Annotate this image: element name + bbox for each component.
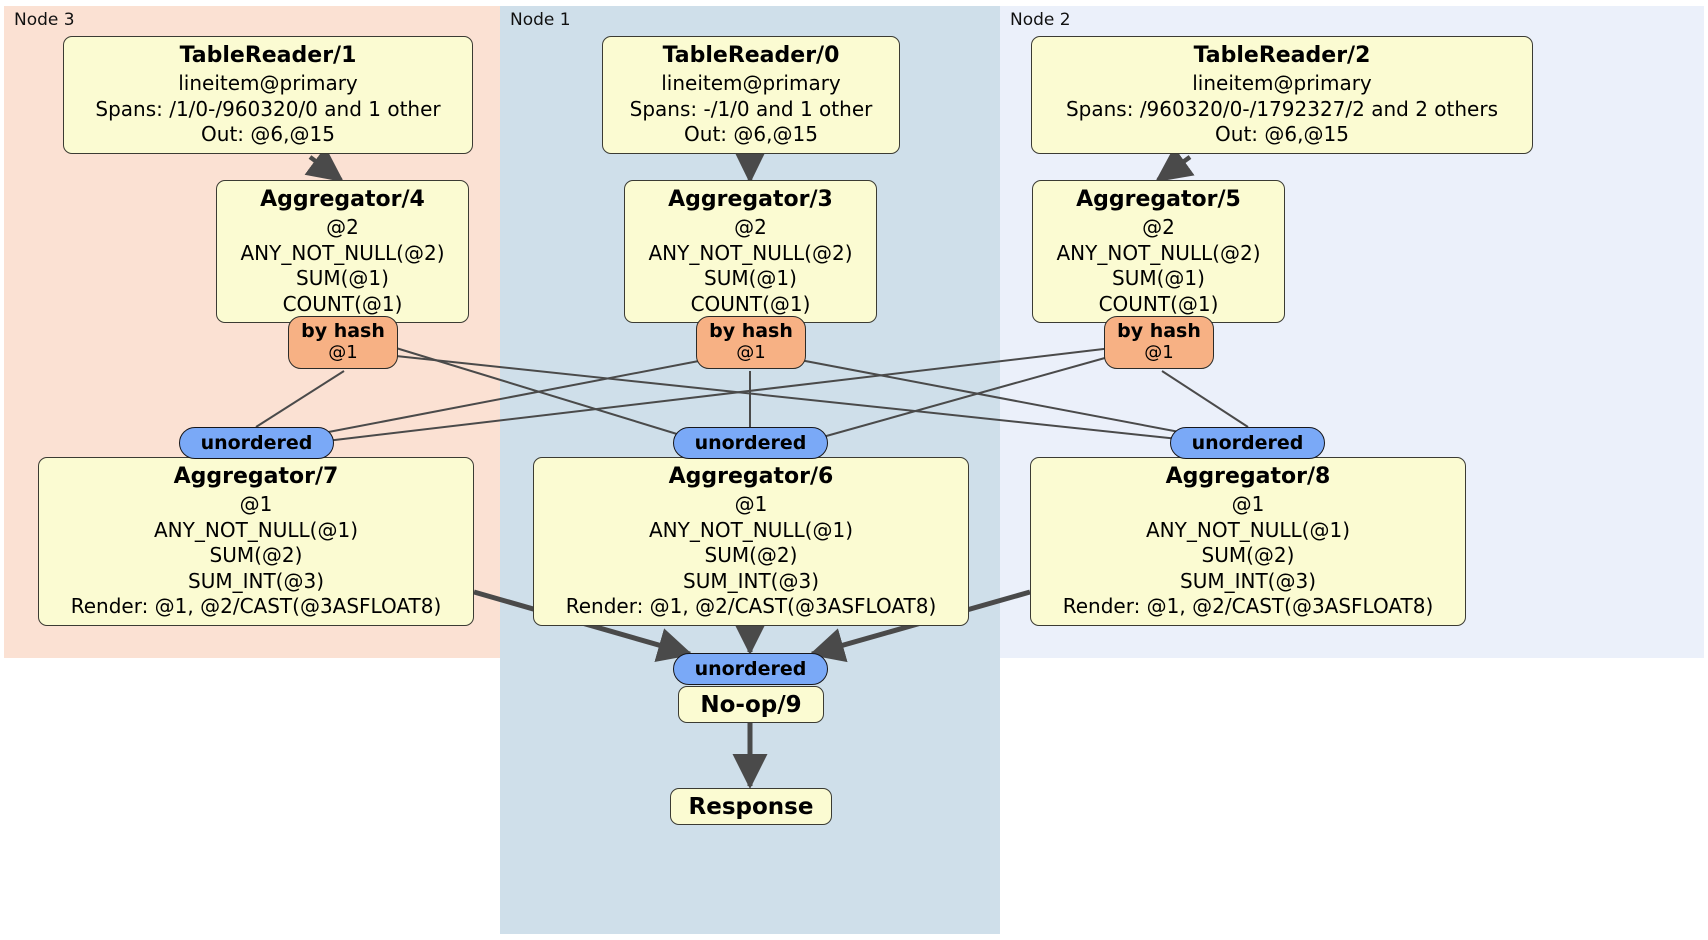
processor-line: Render: @1, @2/CAST(@3ASFLOAT8)	[565, 594, 937, 618]
processor-box-response[interactable]: Response	[670, 788, 832, 825]
processor-line: @1	[734, 492, 768, 516]
synchronizer-label: unordered	[694, 432, 807, 454]
processor-line: ANY_NOT_NULL(@1)	[154, 517, 358, 542]
processor-title: Aggregator/5	[1076, 187, 1241, 212]
processor-line: SUM(@1)	[296, 266, 389, 290]
synchronizer-label: unordered	[200, 432, 313, 454]
synchronizer-unordered-left[interactable]: unordered	[179, 427, 334, 459]
processor-title: Aggregator/3	[668, 187, 833, 212]
processor-line: ANY_NOT_NULL(@2)	[1056, 240, 1261, 265]
processor-title: TableReader/1	[179, 43, 357, 68]
node-panel-label-node-1: Node 1	[510, 10, 571, 30]
processor-box-aggregator-7[interactable]: Aggregator/7 @1 ANY_NOT_NULL(@1) SUM(@2)…	[38, 457, 474, 626]
processor-line: lineitem@primary	[661, 71, 841, 95]
hash-router-column: @1	[328, 342, 358, 363]
synchronizer-unordered-final[interactable]: unordered	[673, 653, 828, 685]
processor-line: SUM_INT(@3)	[683, 568, 819, 593]
processor-line: ANY_NOT_NULL(@1)	[1146, 517, 1350, 542]
processor-line: SUM(@2)	[209, 543, 303, 567]
processor-title: Aggregator/7	[173, 464, 339, 489]
processor-title: No-op/9	[700, 691, 802, 718]
hash-router-center[interactable]: by hash @1	[696, 316, 806, 369]
processor-line: ANY_NOT_NULL(@2)	[240, 240, 445, 265]
processor-line: lineitem@primary	[1192, 71, 1372, 95]
processor-line: Out: @6,@15	[1215, 122, 1349, 146]
processor-line: SUM(@2)	[704, 543, 798, 567]
hash-router-column: @1	[1144, 342, 1174, 363]
processor-line: lineitem@primary	[178, 71, 358, 95]
processor-box-aggregator-8[interactable]: Aggregator/8 @1 ANY_NOT_NULL(@1) SUM(@2)…	[1030, 457, 1466, 626]
processor-line: @1	[1231, 492, 1265, 516]
processor-line: Spans: -/1/0 and 1 other	[629, 96, 873, 121]
processor-line: Render: @1, @2/CAST(@3ASFLOAT8)	[70, 594, 442, 618]
hash-router-label: by hash	[709, 320, 793, 342]
synchronizer-label: unordered	[1191, 432, 1304, 454]
processor-line: Out: @6,@15	[684, 122, 818, 146]
processor-title: Aggregator/4	[260, 187, 425, 212]
processor-title: Aggregator/6	[668, 464, 834, 489]
processor-title: Response	[688, 793, 814, 820]
processor-box-tablereader-0[interactable]: TableReader/0 lineitem@primary Spans: -/…	[602, 36, 900, 154]
processor-box-noop-9[interactable]: No-op/9	[678, 686, 824, 723]
processor-line: SUM_INT(@3)	[1180, 568, 1316, 593]
processor-line: SUM(@1)	[1112, 266, 1205, 290]
processor-title: TableReader/0	[662, 43, 840, 68]
processor-box-aggregator-4[interactable]: Aggregator/4 @2 ANY_NOT_NULL(@2) SUM(@1)…	[216, 180, 469, 323]
processor-line: COUNT(@1)	[282, 291, 403, 316]
hash-router-left[interactable]: by hash @1	[288, 316, 398, 369]
node-panel-label-node-2: Node 2	[1010, 10, 1071, 30]
synchronizer-label: unordered	[694, 658, 807, 680]
processor-line: COUNT(@1)	[690, 291, 811, 316]
processor-line: @2	[326, 215, 359, 239]
processor-line: SUM_INT(@3)	[188, 568, 324, 593]
hash-router-column: @1	[736, 342, 766, 363]
processor-box-aggregator-5[interactable]: Aggregator/5 @2 ANY_NOT_NULL(@2) SUM(@1)…	[1032, 180, 1285, 323]
processor-line: SUM(@1)	[704, 266, 797, 290]
hash-router-right[interactable]: by hash @1	[1104, 316, 1214, 369]
synchronizer-unordered-right[interactable]: unordered	[1170, 427, 1325, 459]
processor-line: @1	[239, 492, 273, 516]
processor-box-tablereader-1[interactable]: TableReader/1 lineitem@primary Spans: /1…	[63, 36, 473, 154]
processor-line: Spans: /1/0-/960320/0 and 1 other	[95, 96, 441, 121]
processor-line: Out: @6,@15	[201, 122, 335, 146]
processor-line: SUM(@2)	[1201, 543, 1295, 567]
processor-title: Aggregator/8	[1165, 464, 1331, 489]
processor-line: COUNT(@1)	[1098, 291, 1219, 316]
processor-line: Render: @1, @2/CAST(@3ASFLOAT8)	[1062, 594, 1434, 618]
processor-line: ANY_NOT_NULL(@2)	[648, 240, 853, 265]
hash-router-label: by hash	[1117, 320, 1201, 342]
processor-box-tablereader-2[interactable]: TableReader/2 lineitem@primary Spans: /9…	[1031, 36, 1533, 154]
processor-line: @2	[1142, 215, 1175, 239]
processor-line: Spans: /960320/0-/1792327/2 and 2 others	[1065, 96, 1498, 121]
hash-router-label: by hash	[301, 320, 385, 342]
processor-box-aggregator-6[interactable]: Aggregator/6 @1 ANY_NOT_NULL(@1) SUM(@2)…	[533, 457, 969, 626]
processor-line: ANY_NOT_NULL(@1)	[649, 517, 853, 542]
processor-title: TableReader/2	[1193, 43, 1371, 68]
processor-line: @2	[734, 215, 767, 239]
processor-box-aggregator-3[interactable]: Aggregator/3 @2 ANY_NOT_NULL(@2) SUM(@1)…	[624, 180, 877, 323]
synchronizer-unordered-center[interactable]: unordered	[673, 427, 828, 459]
node-panel-label-node-3: Node 3	[14, 10, 75, 30]
